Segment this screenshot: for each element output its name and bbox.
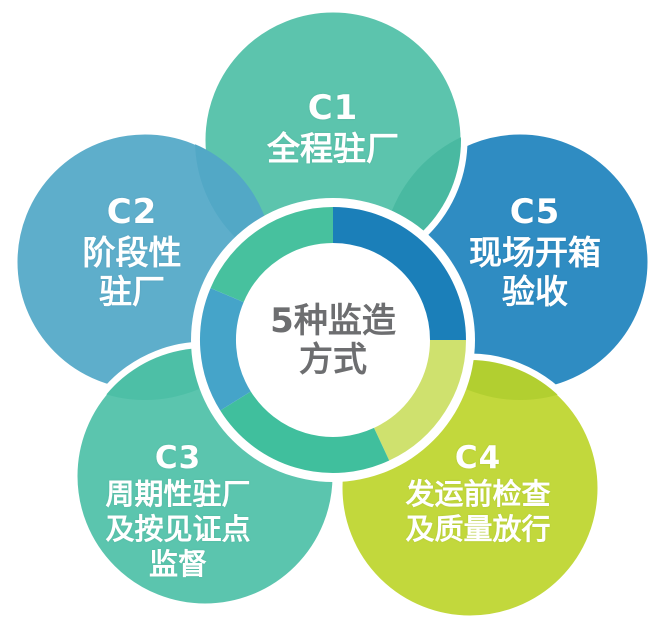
petal-label-c4: C4 发运前检查 及质量放行 [405,440,550,547]
petal-code-c2: C2 [106,192,158,232]
petal-label-c5: C5 现场开箱 验收 [469,192,601,312]
petal-text-c1-line1: 全程驻厂 [267,128,399,168]
center-title-line1: 5种监造 [270,301,396,341]
ring-segment-c5 [332,207,466,341]
petal-code-c5: C5 [509,192,561,232]
petal-text-c3-line2: 及按见证点 [105,511,251,546]
petal-text-c3-line1: 周期性驻厂 [105,477,251,512]
center-title: 5种监造 方式 [270,301,396,381]
petal-label-c3: C3 周期性驻厂 及按见证点 监督 [105,440,250,582]
petal-text-c5-line2: 验收 [502,272,568,312]
petal-code-c4: C4 [454,440,502,476]
petal-label-c2: C2 阶段性 驻厂 [83,192,182,312]
center-ring [200,207,466,473]
ring-segment-c3 [220,391,390,473]
petal-text-c5-line1: 现场开箱 [469,232,601,272]
petal-label-c1: C1 全程驻厂 [267,88,399,168]
ring-segment-c1 [210,207,334,303]
petal-text-c4-line2: 及质量放行 [405,511,551,546]
petal-text-c2-line1: 阶段性 [82,232,182,272]
petal-code-c3: C3 [154,440,202,476]
ring-segment-c4 [373,339,466,461]
petal-text-c3-line3: 监督 [148,546,208,581]
ring-segment-c2 [200,288,252,411]
petal-text-c2-line2: 驻厂 [99,272,165,312]
petal-code-c1: C1 [307,88,359,128]
petal-text-c4-line1: 发运前检查 [405,477,551,512]
center-disc [237,244,429,436]
center-title-line2: 方式 [298,340,367,381]
